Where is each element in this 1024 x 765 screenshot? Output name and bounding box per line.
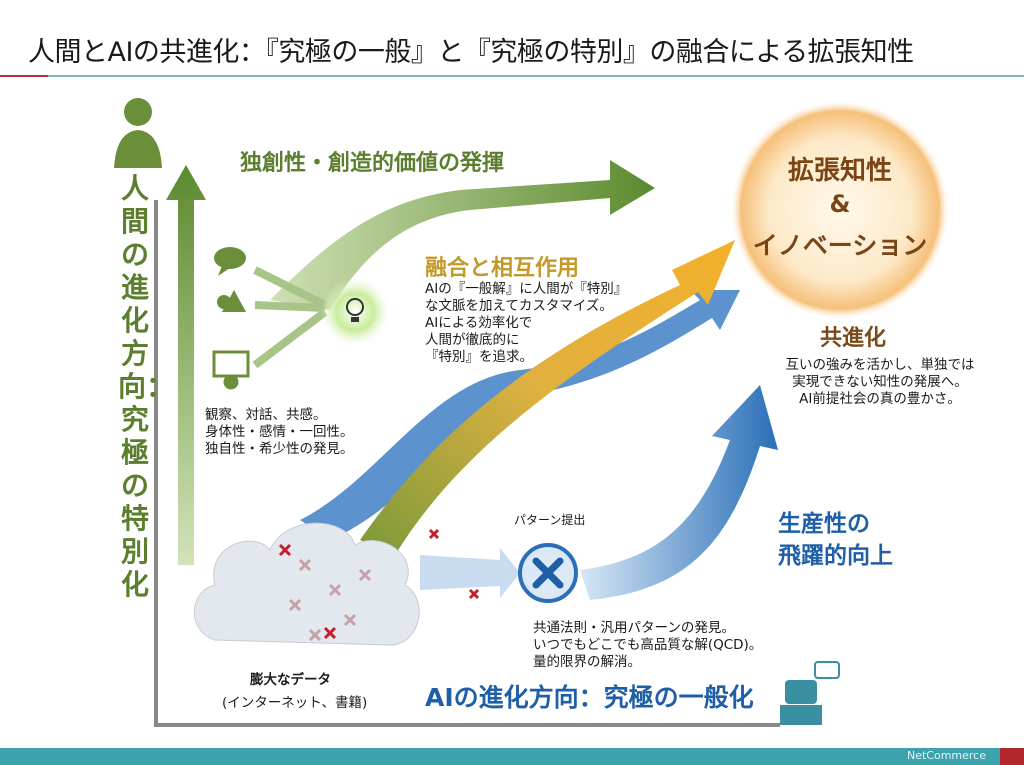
fusion-text: AIの『一般解』に人間が『特別』 な文脈を加えてカスタマイズ。 AIによる効率化… bbox=[425, 281, 627, 366]
x-marks-red bbox=[278, 528, 480, 640]
coevolution-line: 実現できない知性の発展へ。 bbox=[792, 374, 968, 390]
fusion-heading: 融合と相互作用 bbox=[425, 256, 580, 281]
presentation-icon bbox=[212, 350, 250, 390]
ai-axis-label: AIの進化方向：究極の一般化 bbox=[425, 683, 754, 712]
creativity-heading: 独創性・創造的価値の発揮 bbox=[240, 151, 505, 176]
person-icon bbox=[114, 98, 162, 168]
productivity-line: 飛躍的向上 bbox=[778, 543, 893, 569]
axis-lines bbox=[154, 200, 780, 727]
fusion-line: AIの『一般解』に人間が『特別』 bbox=[425, 281, 628, 297]
brand-logo: NetCommerce bbox=[906, 749, 986, 762]
sphere-line1: 拡張知性 bbox=[787, 156, 892, 186]
shapes-icon bbox=[217, 290, 246, 312]
creativity-arrow bbox=[270, 160, 655, 310]
pattern-text: 共通法則・汎用パターンの発見。 いつでもどこでも高品質な解(QCD)。 量的限界… bbox=[533, 620, 762, 671]
trait-line: 身体性・感情・一回性。 bbox=[205, 424, 354, 440]
fusion-arrow bbox=[360, 240, 735, 555]
data-sublabel: (インターネット、書籍) bbox=[222, 695, 368, 711]
fusion-line: 『特別』を追求。 bbox=[425, 349, 533, 365]
trait-line: 独自性・希少性の発見。 bbox=[205, 441, 354, 457]
data-label: 膨大なデータ bbox=[250, 672, 331, 688]
sphere-line2: & bbox=[829, 190, 851, 218]
data-cloud bbox=[193, 522, 420, 646]
title-rule bbox=[48, 75, 1024, 77]
footer-bar bbox=[0, 748, 1000, 765]
coevolution-line: 互いの強みを活かし、単独では bbox=[785, 357, 975, 373]
productivity-label: 生産性の 飛躍的向上 bbox=[778, 508, 893, 572]
productivity-arrow bbox=[580, 385, 778, 600]
robot-icon bbox=[780, 661, 840, 725]
sphere-line3: イノベーション bbox=[752, 231, 928, 260]
lightbulb-icon bbox=[346, 298, 364, 322]
fusion-line: な文脈を加えてカスタマイズ。 bbox=[425, 298, 613, 314]
coevolution-heading: 共進化 bbox=[820, 326, 887, 351]
speech-bubble-icon bbox=[214, 247, 246, 276]
idea-bulb-glow bbox=[321, 278, 389, 346]
human-traits: 観察、対話、共感。 身体性・感情・一回性。 独自性・希少性の発見。 bbox=[205, 407, 354, 458]
footer-accent bbox=[1000, 748, 1024, 765]
augmented-intelligence-sphere bbox=[730, 100, 950, 320]
data-to-pattern-arrow bbox=[420, 548, 520, 598]
pattern-line: 量的限界の解消。 bbox=[533, 654, 641, 670]
x-marks bbox=[288, 558, 372, 642]
title-rule-accent bbox=[0, 75, 48, 77]
human-axis-label: 人間の進化方向：究極の特別化 bbox=[118, 172, 175, 601]
slide-title: 人間とAIの共進化：『究極の一般』と『究極の特別』の融合による拡張知性 bbox=[28, 37, 914, 68]
coevolution-text: 互いの強みを活かし、単独では 実現できない知性の発展へ。 AI前提社会の真の豊か… bbox=[760, 357, 1000, 408]
human-direction-arrow bbox=[166, 165, 206, 565]
pattern-line: いつでもどこでも高品質な解(QCD)。 bbox=[533, 637, 763, 653]
pattern-line: 共通法則・汎用パターンの発見。 bbox=[533, 620, 735, 636]
trait-line: 観察、対話、共感。 bbox=[205, 407, 327, 423]
fusion-line: AIによる効率化で bbox=[425, 315, 533, 331]
productivity-line: 生産性の bbox=[778, 511, 870, 537]
fusion-line: 人間が徹底的に bbox=[425, 332, 520, 348]
coevolution-line: AI前提社会の真の豊かさ。 bbox=[799, 391, 961, 407]
pattern-label: パターン提出 bbox=[514, 513, 586, 527]
